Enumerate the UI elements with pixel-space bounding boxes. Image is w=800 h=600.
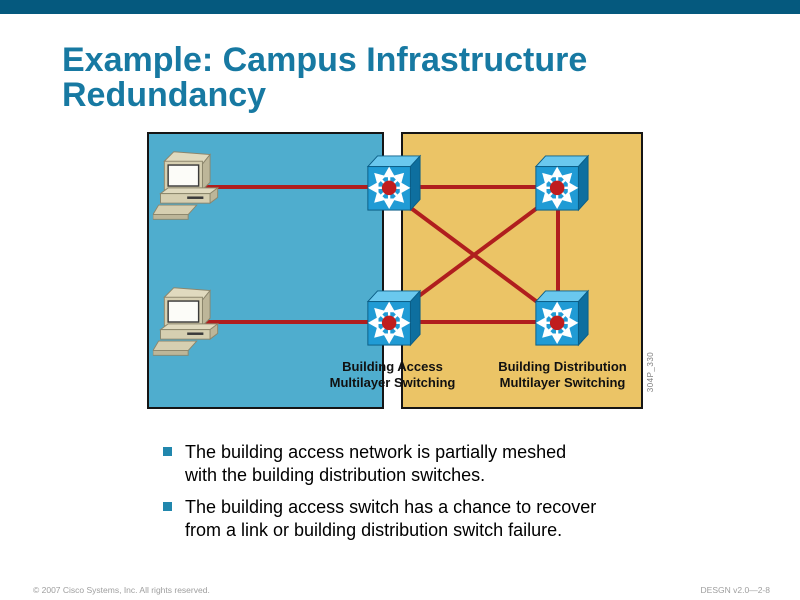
building-distribution-label-line-1: Building Distribution [498,359,627,374]
bullet-text: The building access switch has a chance … [185,496,596,542]
building-distribution-label: Building Distribution Multilayer Switchi… [465,359,660,391]
bullet-2-line-2: from a link or building distribution swi… [185,520,563,540]
figure-id: 304P_330 [646,351,655,393]
building-distribution-label-line-2: Multilayer Switching [499,375,626,390]
page-title: Example: Campus Infrastructure Redundanc… [62,43,587,113]
bullet-item: The building access switch has a chance … [163,496,596,542]
copyright-text: © 2007 Cisco Systems, Inc. All rights re… [33,585,210,595]
bullet-item: The building access network is partially… [163,441,596,487]
access-multilayer-switch-icon [364,151,422,215]
top-accent-bar [0,0,800,14]
bullet-list: The building access network is partially… [163,441,596,551]
bullet-text: The building access network is partially… [185,441,566,487]
access-multilayer-switch-icon [364,286,422,350]
bullet-1-line-2: with the building distribution switches. [185,465,486,485]
distribution-multilayer-switch-icon [532,286,590,350]
document-id: DESGN v2.0—2-8 [700,585,770,595]
bullet-2-line-1: The building access switch has a chance … [185,497,597,517]
workstation-icon [152,146,230,226]
title-line-1: Example: Campus Infrastructure [62,41,588,79]
distribution-multilayer-switch-icon [532,151,590,215]
building-distribution-panel [401,132,643,409]
workstation-icon [152,282,230,362]
bullet-square-icon [163,502,172,511]
bullet-square-icon [163,447,172,456]
building-access-label-line-2: Multilayer Switching [329,375,456,390]
title-line-2: Redundancy [62,76,267,114]
building-access-label: Building Access Multilayer Switching [300,359,485,391]
building-access-label-line-1: Building Access [342,359,443,374]
bullet-1-line-1: The building access network is partially… [185,442,567,462]
